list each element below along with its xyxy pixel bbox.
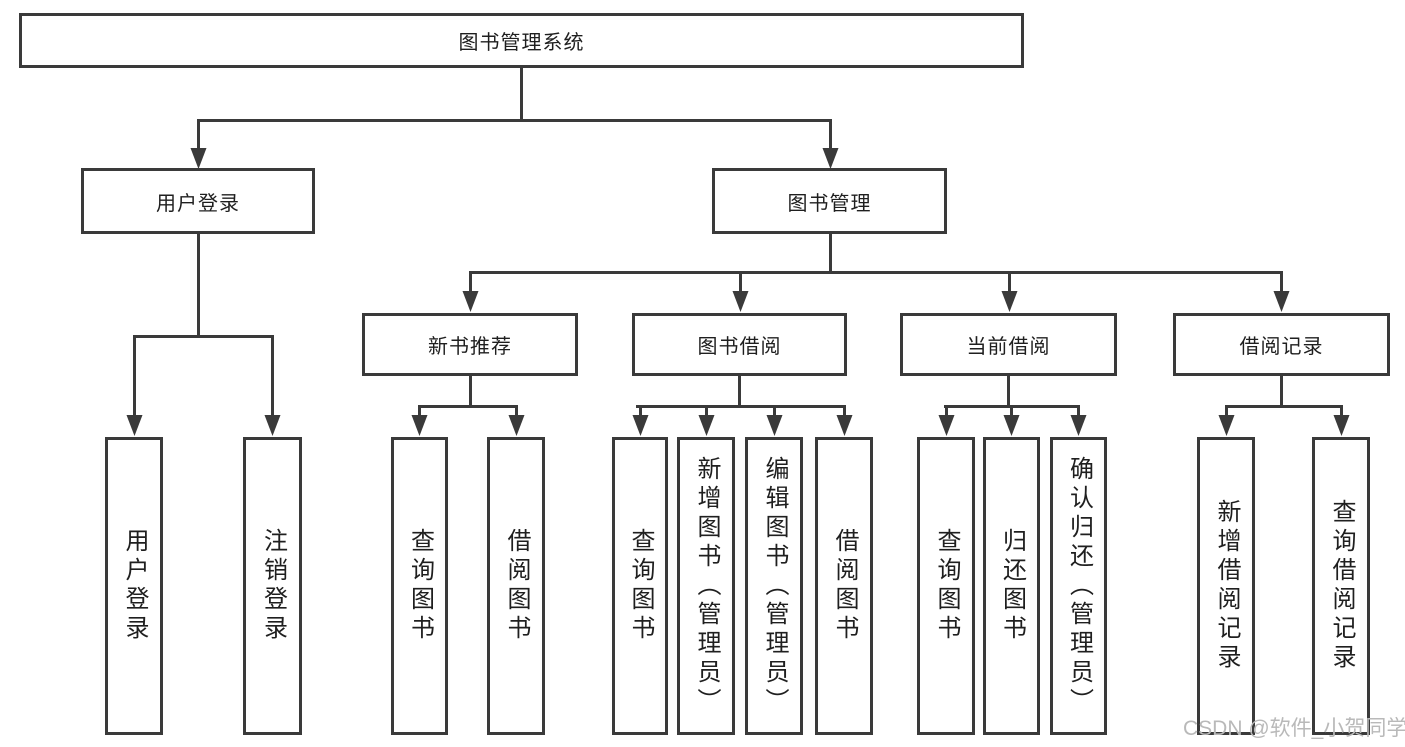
connector-newbooks-branch (418, 405, 517, 408)
arrow-down-icon (732, 271, 749, 312)
arrow-down-icon (264, 335, 281, 436)
node-book-borrowing: 图书借阅 (632, 313, 847, 376)
leaf-confirm-return-admin: 确认归还（管理员） (1050, 437, 1107, 735)
leaf-edit-book-admin: 编辑图书（管理员） (745, 437, 803, 735)
arrow-down-icon (632, 405, 649, 436)
watermark: CSDN @软件_小贺同学 (1183, 717, 1405, 740)
node-borrow-records: 借阅记录 (1173, 313, 1390, 376)
arrow-down-icon (1001, 271, 1018, 312)
arrow-down-icon (508, 405, 525, 436)
leaf-return-book: 归还图书 (983, 437, 1040, 735)
node-new-book-recommend: 新书推荐 (362, 313, 578, 376)
connector-level3-branch (469, 271, 1282, 274)
leaf-query-borrow-record: 查询借阅记录 (1312, 437, 1370, 735)
node-user-login: 用户登录 (81, 168, 315, 234)
arrow-down-icon (836, 405, 853, 436)
node-current-borrowing: 当前借阅 (900, 313, 1117, 376)
leaf-add-borrow-record: 新增借阅记录 (1197, 437, 1255, 735)
leaf-user-login: 用户登录 (105, 437, 163, 735)
node-root: 图书管理系统 (19, 13, 1024, 68)
connector-userlogin-branch (133, 335, 273, 338)
connector-root-stem (520, 66, 523, 121)
leaf-logout: 注销登录 (243, 437, 302, 735)
arrow-down-icon (1003, 405, 1020, 436)
arrow-down-icon (766, 405, 783, 436)
connector-level2-branch (197, 119, 832, 122)
leaf-query-books-current: 查询图书 (917, 437, 975, 735)
leaf-borrow-books-newbooks: 借阅图书 (487, 437, 545, 735)
arrow-down-icon (822, 119, 839, 169)
leaf-add-book-admin: 新增图书（管理员） (677, 437, 735, 735)
arrow-down-icon (1218, 405, 1235, 436)
connector-bookborrow-branch (636, 405, 845, 408)
connector-records-branch (1225, 405, 1343, 408)
connector-bookborrow-stem (738, 374, 741, 407)
arrow-down-icon (1333, 405, 1350, 436)
connector-newbooks-stem (469, 374, 472, 407)
leaf-borrow-books: 借阅图书 (815, 437, 873, 735)
connector-currentborrow-stem (1007, 374, 1010, 407)
arrow-down-icon (190, 119, 207, 169)
connector-bookmgmt-stem (829, 233, 832, 274)
node-book-management: 图书管理 (712, 168, 947, 234)
connector-userlogin-stem (197, 233, 200, 338)
arrow-down-icon (462, 271, 479, 312)
connector-records-stem (1280, 374, 1283, 407)
arrow-down-icon (698, 405, 715, 436)
arrow-down-icon (411, 405, 428, 436)
arrow-down-icon (1273, 271, 1290, 312)
arrow-down-icon (938, 405, 955, 436)
leaf-query-books-borrow: 查询图书 (612, 437, 668, 735)
arrow-down-icon (126, 335, 143, 436)
arrow-down-icon (1070, 405, 1087, 436)
leaf-query-books-newbooks: 查询图书 (391, 437, 448, 735)
